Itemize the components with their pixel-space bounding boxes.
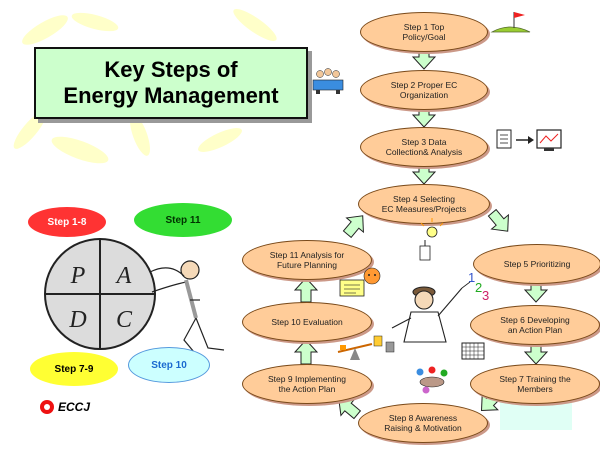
step-2-node: Step 2 Proper EC Organization: [360, 70, 488, 110]
step-7-node: Step 7 Training the Members: [470, 364, 600, 404]
eccj-logo-text: ECCJ: [58, 400, 91, 414]
step-11-node: Step 11 Analysis for Future Planning: [242, 240, 372, 280]
step-6-line-1: Step 6 Developing: [500, 315, 570, 325]
step-6-line-2: an Action Plan: [507, 325, 563, 335]
step-4-line-1: Step 4 Selecting: [393, 194, 455, 204]
eccj-logo: ECCJ: [40, 400, 90, 414]
meeting-people-icon: [416, 366, 448, 394]
step-1-line-1: Step 1 Top: [403, 22, 445, 32]
step-10-node: Step 10 Evaluation: [242, 302, 372, 342]
step-3-node: Step 3 Data Collection& Analysis: [360, 127, 488, 167]
step-4-node: Step 4 Selecting EC Measures/Projects: [358, 184, 490, 224]
title-line-1: Key Steps of: [104, 57, 238, 82]
bubble-step-1-8-label: Step 1-8: [47, 216, 87, 228]
step-2-line-2: Organization: [399, 90, 449, 100]
title-box: Key Steps of Energy Management: [34, 47, 308, 119]
bubble-step-10-label: Step 10: [151, 359, 187, 371]
title-line-2: Energy Management: [63, 83, 279, 108]
step-11-line-2: Future Planning: [276, 260, 337, 270]
bubble-step-11: Step 11: [134, 203, 232, 237]
idea-bulb-icon: [419, 218, 444, 261]
step-5-node: Step 5 Prioritizing: [473, 244, 600, 284]
step-9-line-1: Step 9 Implementing: [268, 374, 346, 384]
step-1-line-2: Policy/Goal: [402, 32, 446, 42]
step-3-line-1: Step 3 Data: [401, 137, 447, 147]
step-9-line-2: the Action Plan: [278, 384, 336, 394]
svg-text:1: 1: [468, 270, 475, 285]
organization-icon: [312, 68, 344, 94]
svg-text:2: 2: [475, 280, 482, 295]
step-7-line-1: Step 7 Training the: [499, 374, 571, 384]
bubble-step-10: Step 10: [128, 347, 210, 383]
step-1-node: Step 1 Top Policy/Goal: [360, 12, 488, 52]
step-8-line-2: Raising & Motivation: [384, 423, 462, 433]
step-10-line-1: Step 10 Evaluation: [271, 317, 343, 327]
analysis-document-icon: [339, 267, 381, 297]
svg-text:3: 3: [482, 288, 489, 303]
step-7-line-2: Members: [517, 384, 553, 394]
bubble-step-1-8: Step 1-8: [28, 207, 106, 237]
eccj-logo-icon: [40, 400, 54, 414]
step-2-line-1: Step 2 Proper EC: [390, 80, 458, 90]
step-4-line-2: EC Measures/Projects: [381, 204, 467, 214]
numbers-icon: 1 2 3: [468, 270, 489, 303]
pushing-man-icon: [149, 260, 225, 353]
data-analysis-icon: [496, 129, 562, 151]
pdca-c: C: [116, 307, 133, 333]
pdca-a: A: [115, 263, 132, 289]
pdca-p: P: [70, 263, 86, 289]
bubble-step-7-9: Step 7-9: [30, 352, 118, 386]
step-5-line-1: Step 5 Prioritizing: [503, 259, 571, 269]
step-6-node: Step 6 Developing an Action Plan: [470, 305, 600, 345]
goal-flag-icon: [490, 12, 531, 33]
step-8-line-1: Step 8 Awareness: [388, 413, 458, 423]
bubble-step-11-label: Step 11: [165, 214, 201, 226]
bubble-step-7-9-label: Step 7-9: [54, 363, 94, 375]
pdca-d: D: [68, 307, 86, 333]
step-8-node: Step 8 Awareness Raising & Motivation: [358, 403, 488, 443]
step-9-node: Step 9 Implementing the Action Plan: [242, 364, 372, 404]
presenter-figure-icon: [391, 281, 471, 343]
step-11-line-1: Step 11 Analysis for: [269, 250, 345, 260]
balance-icon: [337, 335, 395, 360]
step-3-line-2: Collection& Analysis: [385, 147, 463, 157]
calendar-icon: [461, 342, 485, 360]
